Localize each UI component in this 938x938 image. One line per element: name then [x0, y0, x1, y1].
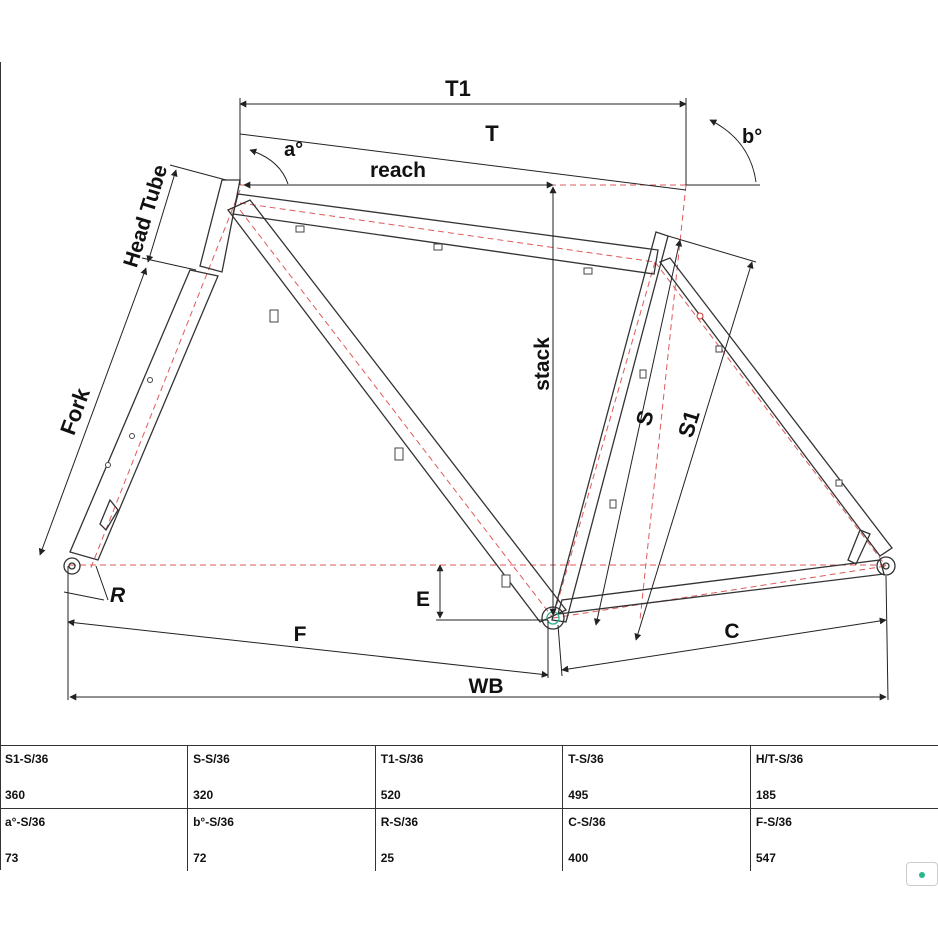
table-cell: C-S/36 400 — [562, 808, 751, 871]
table-cell: F-S/36 547 — [749, 808, 938, 871]
label-wb: WB — [469, 675, 504, 698]
spec-name: S-S/36 — [193, 752, 230, 766]
bike-frame-geometry-diagram: T1 T a° b° reach Head Tube stack Fork S … — [38, 76, 896, 701]
spec-value: 400 — [568, 851, 589, 865]
rear-dropout — [876, 556, 896, 576]
spec-name: C-S/36 — [568, 815, 606, 829]
table-row: S1-S/36 360 S-S/36 320 T1-S/36 520 T-S/36 49… — [0, 745, 938, 809]
table-row: a°-S/36 73 b°-S/36 72 R-S/36 25 C-S/36 400 F… — [0, 808, 938, 871]
spec-value: 360 — [5, 788, 26, 802]
table-cell: S-S/36 320 — [187, 745, 376, 809]
spec-value: 547 — [755, 851, 776, 865]
spec-name: S1-S/36 — [5, 752, 49, 766]
spec-name: F-S/36 — [755, 815, 792, 829]
table-cell: a°-S/36 73 — [0, 808, 188, 871]
label-s1: S1 — [673, 407, 705, 440]
label-r: R — [110, 584, 126, 607]
centerlines — [70, 184, 887, 621]
label-b-angle: b° — [742, 126, 762, 148]
label-f: F — [294, 623, 307, 646]
label-fork: Fork — [55, 384, 95, 438]
down-tube — [226, 199, 568, 623]
chat-widget-button[interactable] — [906, 862, 938, 886]
label-c: C — [724, 620, 739, 643]
head-tube — [199, 179, 241, 273]
table-cell: T1-S/36 520 — [374, 745, 563, 809]
label-s: S — [631, 408, 659, 429]
geometry-spec-table: S1-S/36 360 S-S/36 320 T1-S/36 520 T-S/36 49… — [0, 745, 938, 871]
left-border-line — [0, 62, 1, 870]
spec-value: 495 — [568, 788, 589, 802]
table-cell: b°-S/36 72 — [187, 808, 376, 871]
label-stack: stack — [531, 337, 554, 391]
spec-name: R-S/36 — [380, 815, 419, 829]
table-cell: T-S/36 495 — [562, 745, 751, 809]
spec-value: 72 — [193, 851, 207, 865]
label-a-angle: a° — [284, 139, 303, 161]
spec-name: b°-S/36 — [193, 815, 234, 829]
spec-name: T1-S/36 — [380, 752, 424, 766]
spec-value: 520 — [380, 788, 401, 802]
front-dropout — [63, 557, 81, 575]
chain-stay — [557, 559, 885, 615]
spec-value: 25 — [380, 851, 395, 865]
label-t1: T1 — [445, 76, 471, 101]
label-t: T — [485, 121, 499, 146]
spec-value: 73 — [5, 851, 19, 865]
dimension-lines — [38, 98, 889, 701]
spec-value: 185 — [755, 788, 776, 802]
label-e: E — [416, 588, 430, 611]
spec-name: H/T-S/36 — [755, 752, 804, 766]
frame-tubes — [63, 179, 896, 630]
spec-name: a°-S/36 — [5, 815, 46, 829]
seat-stay — [658, 257, 893, 557]
table-cell: H/T-S/36 185 — [749, 745, 938, 809]
spec-value: 320 — [193, 788, 214, 802]
label-reach: reach — [370, 159, 426, 182]
table-cell: R-S/36 25 — [374, 808, 563, 871]
label-head-tube: Head Tube — [119, 162, 172, 270]
table-cell: S1-S/36 360 — [0, 745, 188, 809]
top-tube — [232, 193, 659, 275]
spec-name: T-S/36 — [568, 752, 604, 766]
